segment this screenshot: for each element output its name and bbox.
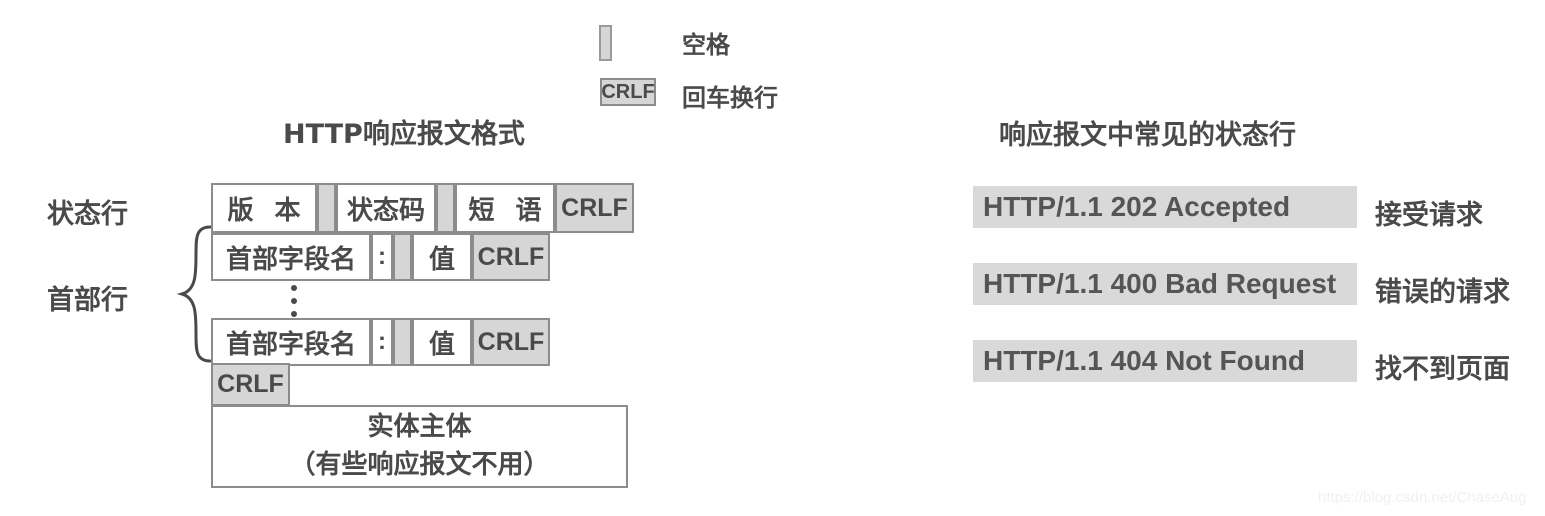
watermark: https://blog.csdn.net/ChaseAug xyxy=(1318,489,1527,506)
status-line-desc-400: 错误的请求 xyxy=(1375,277,1510,308)
entity-body-line2: （有些响应报文不用） xyxy=(289,449,550,480)
status-cell-status-code: 状态码 xyxy=(336,183,436,233)
legend-label-space: 空格 xyxy=(682,31,730,59)
header2-cell-field-name: 首部字段名 xyxy=(211,318,371,366)
status-line-desc-404: 找不到页面 xyxy=(1375,354,1510,385)
blank-line-crlf-cell: CRLF xyxy=(211,363,290,406)
status-line-desc-202: 接受请求 xyxy=(1375,200,1483,231)
status-line-bar-202: HTTP/1.1 202 Accepted xyxy=(973,186,1357,228)
status-cell-phrase: 短 语 xyxy=(455,183,555,233)
status-cell-crlf: CRLF xyxy=(555,183,634,233)
header1-cell-value: 值 xyxy=(412,233,472,281)
right-panel-title: 响应报文中常见的状态行 xyxy=(999,120,1296,151)
status-cell-version: 版 本 xyxy=(211,183,317,233)
header-lines-brace xyxy=(176,225,212,363)
header1-cell-crlf: CRLF xyxy=(472,233,550,281)
status-cell-space-1 xyxy=(317,183,336,233)
status-line-bar-400: HTTP/1.1 400 Bad Request xyxy=(973,263,1357,305)
left-panel-title: HTTP响应报文格式 xyxy=(283,119,525,150)
entity-body-line1: 实体主体 xyxy=(367,411,472,442)
header2-cell-colon: : xyxy=(371,318,393,366)
status-line-bar-404: HTTP/1.1 404 Not Found xyxy=(973,340,1357,382)
crlf-legend-icon: CRLF xyxy=(600,78,656,106)
header1-cell-field-name: 首部字段名 xyxy=(211,233,371,281)
status-cell-space-2 xyxy=(436,183,455,233)
header2-cell-crlf: CRLF xyxy=(472,318,550,366)
label-status-line: 状态行 xyxy=(47,199,128,230)
header2-cell-value: 值 xyxy=(412,318,472,366)
header1-cell-colon: : xyxy=(371,233,393,281)
header2-cell-space xyxy=(393,318,412,366)
entity-body-box: 实体主体 （有些响应报文不用） xyxy=(211,405,628,488)
header1-cell-space xyxy=(393,233,412,281)
space-legend-icon xyxy=(599,25,612,61)
vertical-ellipsis-icon xyxy=(290,285,298,317)
legend-label-crlf: 回车换行 xyxy=(682,84,778,112)
label-header-lines: 首部行 xyxy=(47,285,128,316)
